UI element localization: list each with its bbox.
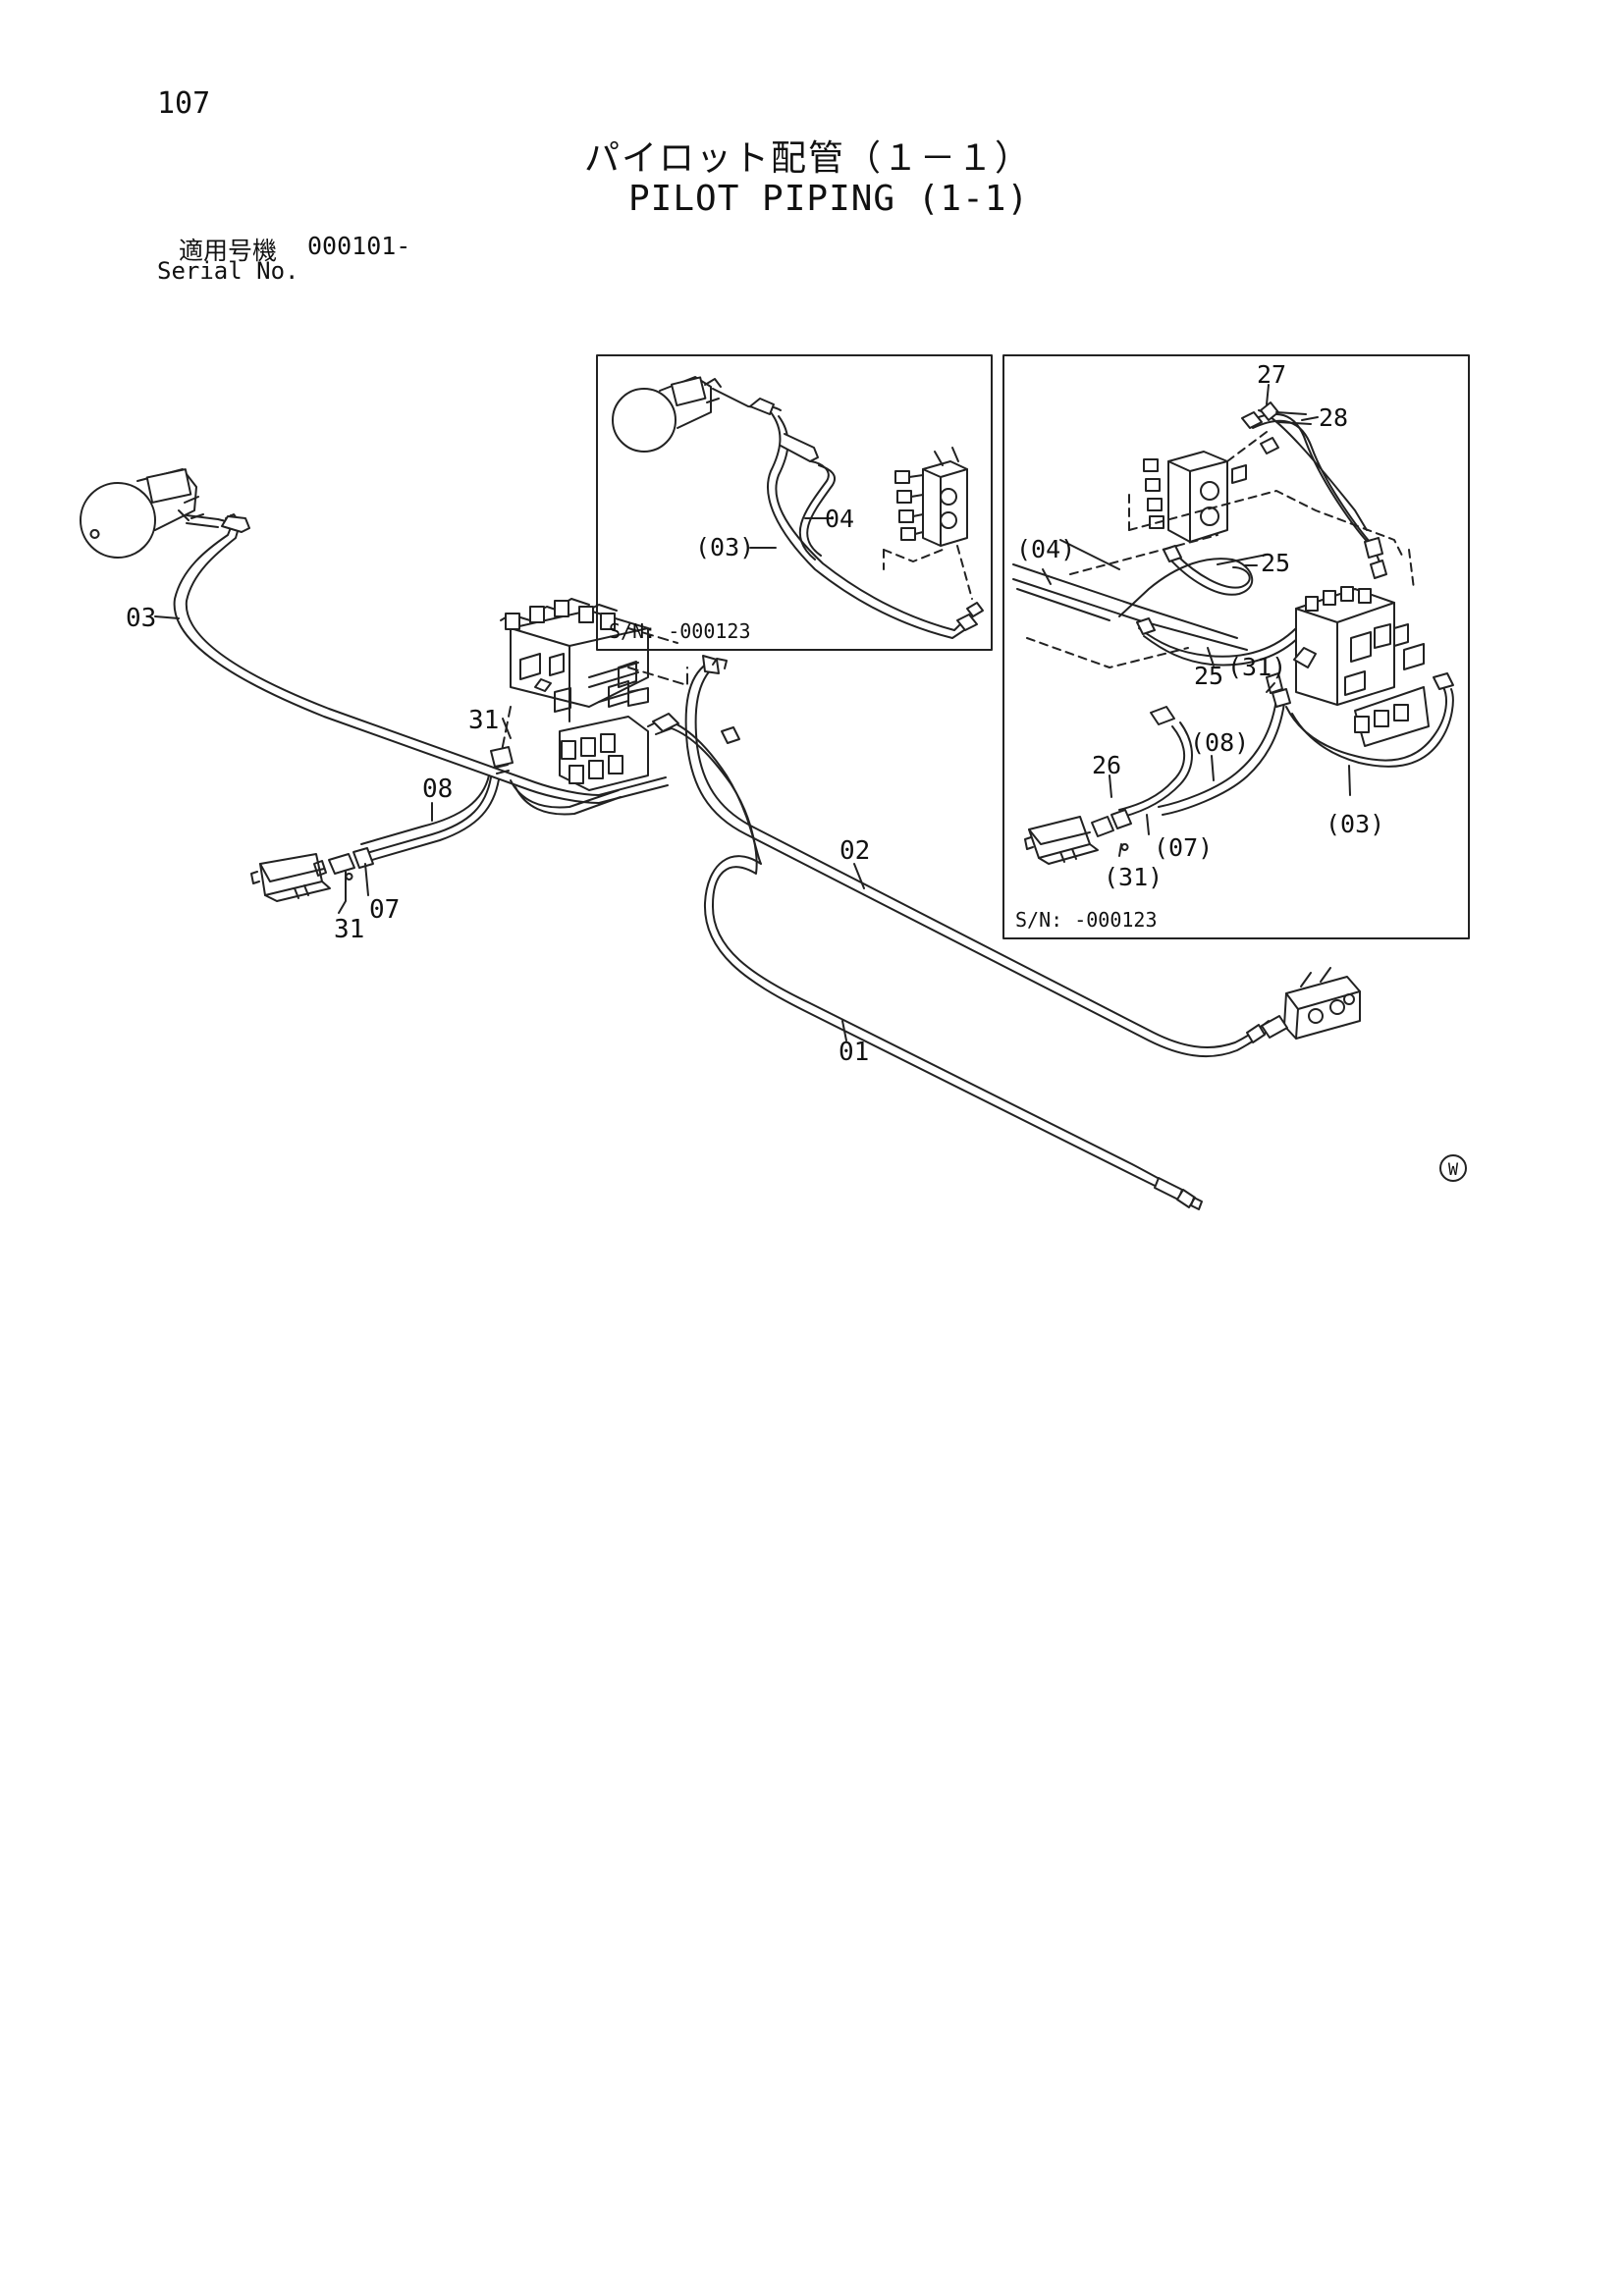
callout-03: 03 (126, 604, 156, 633)
inset-b-lower-valve (1295, 586, 1425, 706)
callout-01: 01 (839, 1038, 869, 1067)
inset-b-callout-31: (31) (1227, 653, 1286, 681)
watermark-symbol: W (1439, 1154, 1467, 1182)
inset-b-control-valve (1143, 451, 1247, 543)
callout-02: 02 (839, 836, 870, 866)
inset-a-pilot-valve (612, 376, 722, 453)
inset-b-callout-26: 26 (1092, 751, 1121, 779)
inset-b-callout-07: (07) (1154, 833, 1213, 862)
page-number: 107 (157, 86, 211, 121)
inset-b-callout-31: (31) (1104, 863, 1163, 891)
inset-a-control-valve (894, 447, 968, 547)
serial-number-range: 000101- (307, 232, 411, 260)
pilot-valve-part (80, 468, 204, 559)
callout-31: 31 (468, 706, 499, 735)
inset-b-check-valve (1024, 816, 1099, 865)
page-title-japanese: パイロット配管（１－１） (584, 138, 1033, 179)
control-valve-part (500, 598, 649, 791)
right-valve-part (1283, 967, 1361, 1040)
inset-b-callout-04: (04) (1016, 535, 1075, 563)
inset-a-callout-04: 04 (825, 505, 854, 533)
page-title: PILOT PIPING (1-1) (628, 179, 1030, 219)
inset-b-callout-03: (03) (1326, 810, 1384, 838)
inset-b-callout-08: (08) (1190, 728, 1249, 757)
callout-31: 31 (334, 915, 364, 944)
callout-07: 07 (369, 895, 400, 925)
inset-a-serial-note: S/N: -000123 (609, 619, 751, 643)
serial-label: Serial No. (157, 257, 299, 285)
inset-a-callout-03: (03) (695, 533, 754, 561)
svg-text:W: W (1448, 1160, 1459, 1180)
check-valve-part (250, 853, 331, 902)
inset-b-callout-25: 25 (1261, 549, 1290, 577)
inset-b-callout-27: 27 (1257, 360, 1286, 389)
serial-label-japanese: 適用号機 (179, 237, 278, 265)
inset-b-callout-28: 28 (1319, 403, 1348, 432)
callout-08: 08 (422, 774, 453, 804)
inset-b-callout-25: 25 (1194, 662, 1223, 690)
inset-b-serial-note: S/N: -000123 (1015, 908, 1158, 932)
